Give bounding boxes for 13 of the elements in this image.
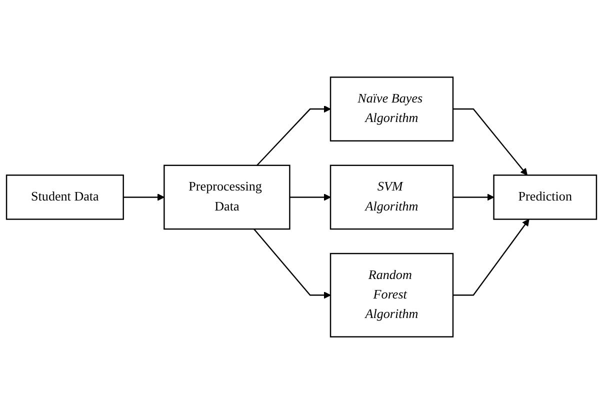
node-box: Prediction [493,174,598,220]
node-box: Student Data [6,174,124,220]
node-box: Random Forest Algorithm [330,252,454,338]
node-box: SVM Algorithm [330,164,454,230]
node-box: Naïve Bayes Algorithm [330,76,454,142]
arrow [256,105,331,166]
arrow [452,108,528,176]
arrow [123,194,164,201]
arrow [254,228,331,299]
arrow [452,218,530,296]
arrow [452,194,494,201]
node-box: Preprocessing Data [164,164,290,230]
arrow [290,194,331,201]
